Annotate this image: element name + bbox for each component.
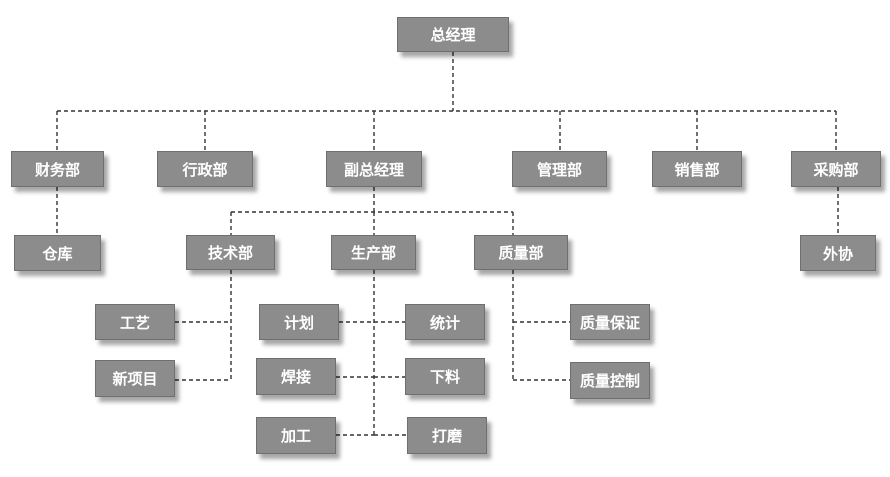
node-management: 管理部 [512,151,607,187]
node-sales: 销售部 [652,151,742,187]
node-grinding: 打磨 [407,417,487,454]
node-plan: 计划 [259,304,339,340]
node-machining: 加工 [256,417,336,454]
node-admin: 行政部 [157,151,253,187]
node-statistics: 统计 [405,304,485,340]
node-quality: 质量部 [474,235,568,270]
node-finance: 财务部 [11,151,104,187]
node-quality-assurance: 质量保证 [570,304,650,340]
node-purchasing: 采购部 [791,151,881,187]
node-blanking: 下料 [405,358,485,395]
node-tech: 技术部 [186,235,275,270]
node-outsourcing: 外协 [800,235,876,271]
node-welding: 焊接 [256,358,336,395]
node-deputy-gm: 副总经理 [326,151,422,187]
node-process: 工艺 [95,304,175,340]
node-production: 生产部 [331,235,416,270]
node-quality-control: 质量控制 [570,362,650,399]
node-new-project: 新项目 [95,360,175,397]
node-warehouse: 仓库 [14,235,101,271]
node-gm: 总经理 [397,17,509,52]
